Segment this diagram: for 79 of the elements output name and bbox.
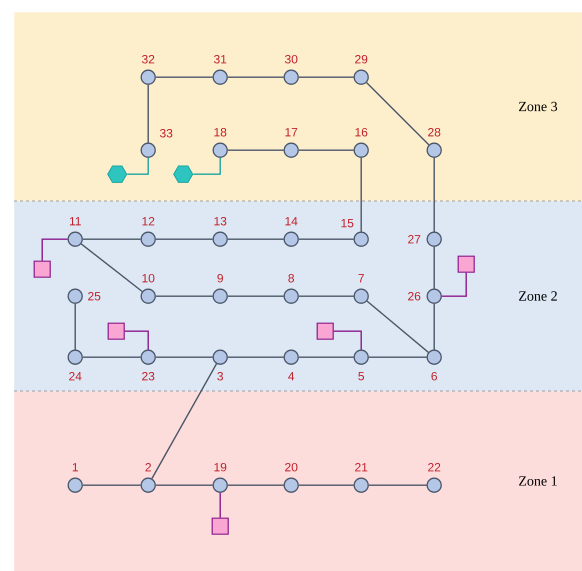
load-square [316,322,334,340]
line [228,76,284,78]
bus-number: 33 [160,128,172,138]
bus-number: 13 [214,216,226,226]
line [156,296,213,297]
bus-number: 18 [214,128,226,136]
bus-number: 6 [431,372,437,380]
bus-number: 1 [72,463,78,472]
line [82,238,141,240]
line [42,238,68,261]
bus-number: 31 [214,54,226,64]
line [124,330,149,350]
line [368,484,427,486]
bus-number: 5 [358,372,364,380]
bus-number: 19 [214,462,226,472]
line [434,246,435,289]
bus-number: 32 [142,54,154,64]
line [220,492,221,518]
bus-number: 3 [217,372,224,380]
bus-number: 28 [428,128,440,136]
line [228,356,284,358]
bus-number: 25 [88,292,100,300]
bus-number: 10 [142,274,154,282]
line [228,150,284,151]
bus-number: 24 [69,372,82,380]
line [80,243,143,292]
line [151,364,218,479]
line [193,158,221,175]
bus-number: 12 [142,217,154,226]
bus-number: 15 [341,219,354,228]
bus-number: 23 [142,372,154,380]
line [298,356,354,358]
bus-number: 20 [285,462,298,472]
line [82,484,141,486]
line [82,356,141,358]
line [434,304,435,350]
bus-number: 26 [408,292,420,300]
line [228,484,284,486]
load-square [212,518,229,535]
bus-number: 27 [408,235,420,244]
line [368,356,427,358]
line [298,76,354,78]
line [156,484,213,486]
bus-number: 14 [285,217,298,226]
bus-number: 22 [428,463,440,472]
line [298,150,354,151]
line [366,300,429,353]
bus-number: 21 [355,463,368,472]
line [156,76,213,78]
line [228,238,284,240]
line [334,330,362,350]
bus-number: 17 [285,128,298,136]
line [156,238,213,240]
line [442,272,467,297]
line [74,304,76,350]
bus-number: 7 [358,274,364,282]
bus-number: 16 [355,128,368,136]
load-square [108,322,125,340]
bus-number: 9 [217,274,223,282]
bus-number: 2 [145,463,151,472]
generator-hexagon [107,165,128,183]
line [298,296,354,297]
bus-number: 29 [355,54,368,64]
generator-hexagon [173,165,194,183]
line [298,484,354,486]
load-square [458,256,475,273]
bus-number: 11 [70,217,81,226]
line [360,158,362,232]
line [228,296,284,297]
line [127,158,149,175]
bus-number: 4 [288,372,294,380]
line [148,84,149,143]
bus-number: 8 [288,274,294,282]
load-square [34,260,51,278]
line [156,356,213,358]
line [434,158,435,232]
line [366,82,430,146]
line [298,238,354,240]
bus-number: 30 [284,54,298,64]
